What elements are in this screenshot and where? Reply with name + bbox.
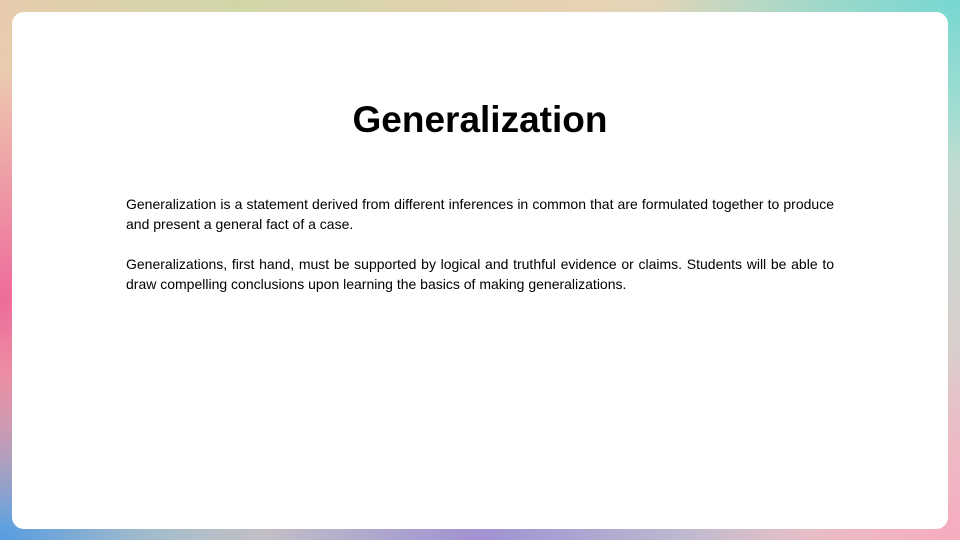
- slide-card: Generalization Generalization is a state…: [12, 12, 948, 529]
- slide-body: Generalization is a statement derived fr…: [126, 194, 834, 314]
- slide-title: Generalization: [352, 99, 608, 140]
- body-paragraph-1: Generalization is a statement derived fr…: [126, 196, 834, 232]
- body-paragraph-2: Generalizations, first hand, must be sup…: [126, 256, 834, 292]
